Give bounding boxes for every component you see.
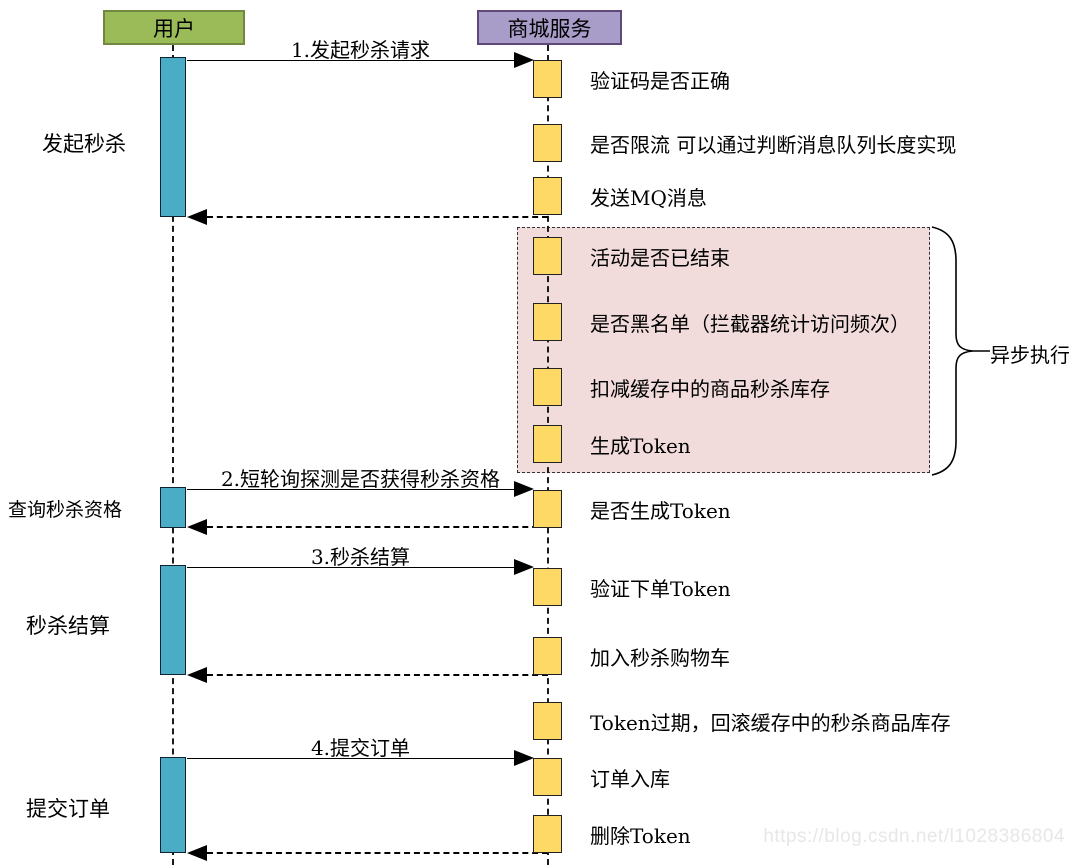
arrowhead-left <box>187 845 207 861</box>
activity-label-4: 活动是否已结束 <box>590 245 730 270</box>
activity-box-7 <box>533 425 562 463</box>
message-label-3: 3.秒杀结算 <box>310 545 411 569</box>
activity-box-13 <box>533 815 562 853</box>
watermark-url: https://blog.csdn.net/l1028386804 <box>763 826 1065 847</box>
activation-bar-3 <box>160 565 186 675</box>
activity-box-11 <box>533 702 562 740</box>
activity-box-6 <box>533 368 562 406</box>
activity-label-1: 验证码是否正确 <box>590 68 730 93</box>
message-label-2: 2.短轮询探测是否获得秒杀资格 <box>220 467 501 491</box>
activation-bar-1 <box>160 57 186 217</box>
activity-label-6: 扣减缓存中的商品秒杀库存 <box>590 376 830 401</box>
arrowhead-left <box>187 519 207 535</box>
activity-box-5 <box>533 303 562 341</box>
return-arrow-4 <box>187 845 548 861</box>
activation-bar-4 <box>160 757 186 853</box>
activity-label-5: 是否黑名单（拦截器统计访问频次） <box>590 311 910 336</box>
arrowhead-left <box>187 667 207 683</box>
phase-label-4: 提交订单 <box>26 797 110 821</box>
activity-label-2: 是否限流 可以通过判断消息队列长度实现 <box>590 132 957 157</box>
call-arrow-2 <box>187 481 534 497</box>
async-group-label: 异步执行 <box>990 343 1069 367</box>
activity-label-10: 加入秒杀购物车 <box>590 645 730 670</box>
actor-user: 用户 <box>103 10 245 45</box>
activity-label-12: 订单入库 <box>590 766 670 791</box>
activation-bar-2 <box>160 487 186 528</box>
async-brace <box>931 226 990 476</box>
activity-label-3: 发送MQ消息 <box>590 185 707 210</box>
activity-box-8 <box>533 490 562 528</box>
actor-service: 商城服务 <box>477 10 622 45</box>
activity-box-3 <box>533 177 562 215</box>
message-label-1: 1.发起秒杀请求 <box>290 38 431 62</box>
arrowhead-right <box>514 559 534 575</box>
phase-label-1: 发起秒杀 <box>42 132 126 156</box>
activity-box-9 <box>533 568 562 606</box>
activity-box-4 <box>533 237 562 275</box>
arrowhead-right <box>514 52 534 68</box>
arrowhead-left <box>187 209 207 225</box>
lifeline-user <box>172 45 174 865</box>
return-arrow-1 <box>187 209 548 225</box>
arrowhead-right <box>514 750 534 766</box>
call-arrow-1 <box>187 52 534 68</box>
activity-label-9: 验证下单Token <box>590 576 731 601</box>
activity-box-12 <box>533 758 562 796</box>
activity-label-8: 是否生成Token <box>590 498 731 523</box>
activity-label-11: Token过期，回滚缓存中的秒杀商品库存 <box>590 710 951 735</box>
activity-label-13: 删除Token <box>590 823 691 848</box>
message-label-4: 4.提交订单 <box>310 736 411 760</box>
arrowhead-right <box>514 481 534 497</box>
call-arrow-4 <box>187 750 534 766</box>
activity-box-2 <box>533 124 562 162</box>
async-group-box <box>517 227 930 473</box>
phase-label-3: 秒杀结算 <box>26 614 110 638</box>
phase-label-2: 查询秒杀资格 <box>7 499 122 521</box>
return-arrow-2 <box>187 519 548 535</box>
return-arrow-3 <box>187 667 548 683</box>
activity-box-10 <box>533 637 562 675</box>
activity-label-7: 生成Token <box>590 433 691 458</box>
activity-box-1 <box>533 60 562 98</box>
call-arrow-3 <box>187 559 534 575</box>
